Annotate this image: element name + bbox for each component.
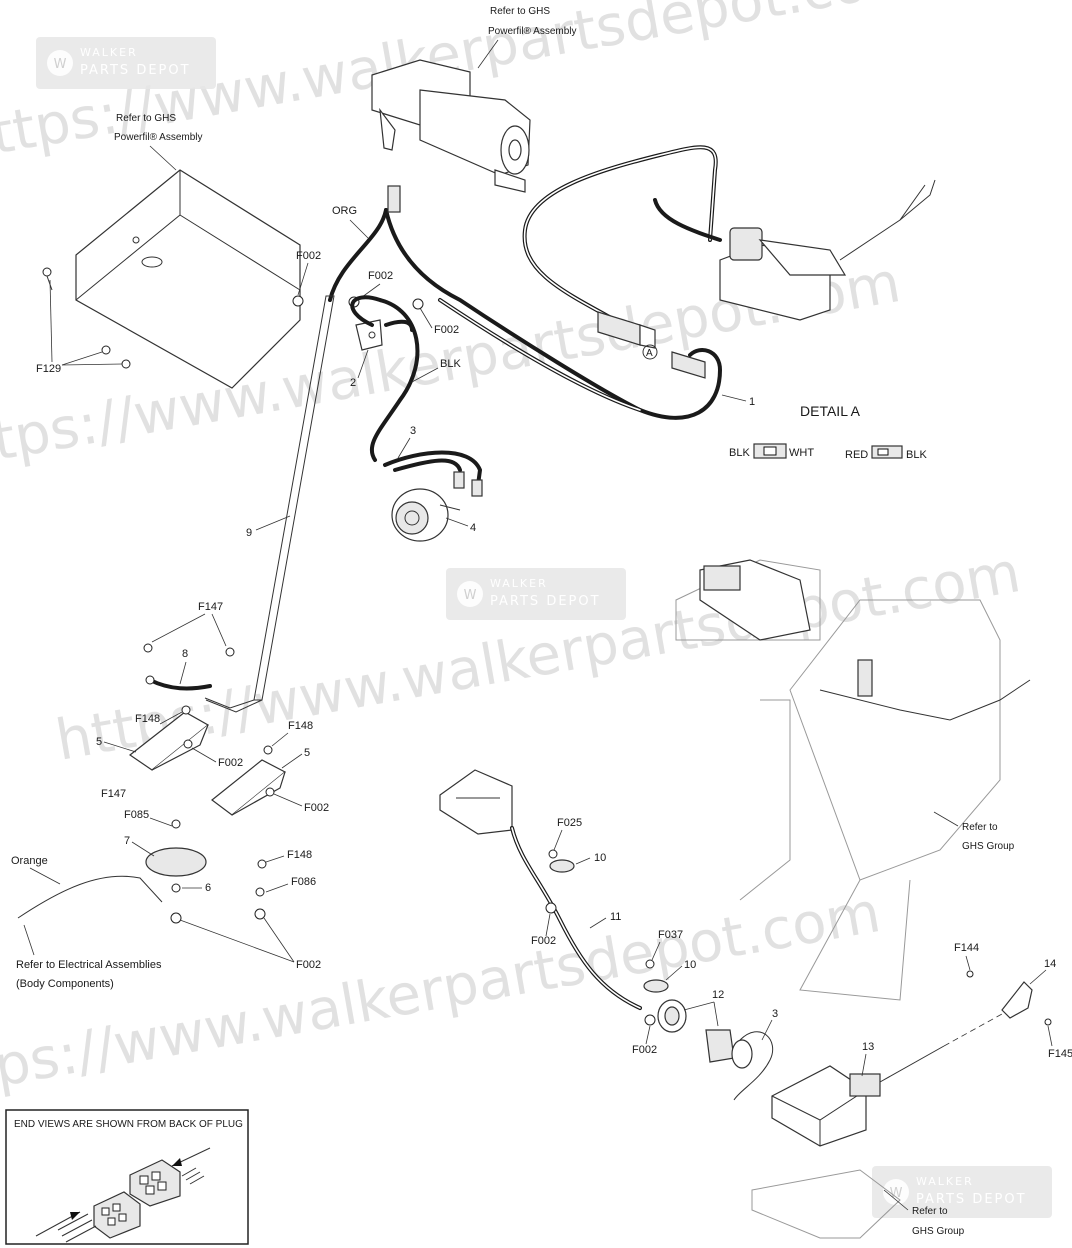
callout-f145: F145 bbox=[1048, 1048, 1072, 1060]
wire-label-orange: Orange bbox=[11, 855, 48, 867]
detail-marker-a-text: A bbox=[646, 348, 653, 359]
fitting-12 bbox=[644, 999, 735, 1063]
ref-ghs-group-bottom-2: GHS Group bbox=[912, 1226, 965, 1237]
badge-bottom-text: PARTS DEPOT bbox=[490, 594, 601, 609]
badge-top-text: WALKER bbox=[80, 46, 138, 59]
connector-pair-a bbox=[597, 311, 706, 379]
clip-10a bbox=[549, 859, 575, 873]
ref-ghs-group-bottom-1: Refer to bbox=[912, 1206, 948, 1217]
inset-title: END VIEWS ARE SHOWN FROM BACK OF PLUG bbox=[14, 1119, 243, 1130]
detail-label-wht: WHT bbox=[789, 447, 814, 459]
wire-9 bbox=[204, 295, 335, 713]
callout-5b: 5 bbox=[304, 747, 310, 759]
detail-label-red: RED bbox=[845, 449, 868, 461]
callout-13: 13 bbox=[862, 1041, 874, 1053]
badge-bottom-text: PARTS DEPOT bbox=[916, 1192, 1027, 1207]
badge-top-text: WALKER bbox=[490, 577, 548, 590]
callout-1: 1 bbox=[749, 396, 755, 408]
callout-f085: F085 bbox=[124, 809, 149, 821]
end-view-inset: END VIEWS ARE SHOWN FROM BACK OF PLUG bbox=[5, 1109, 249, 1245]
clamp-5b bbox=[211, 745, 287, 816]
left-mount-bracket bbox=[75, 169, 301, 389]
ref-ghs-group-right-2: GHS Group bbox=[962, 841, 1015, 852]
callout-f148-a: F148 bbox=[135, 713, 160, 725]
proximity-switch-13 bbox=[771, 1045, 945, 1147]
svg-text:W: W bbox=[54, 57, 67, 72]
connector-org bbox=[387, 185, 401, 213]
svg-text:W: W bbox=[464, 588, 477, 603]
watermark-badge: W WALKER PARTS DEPOT bbox=[36, 37, 216, 89]
callout-5a: 5 bbox=[96, 736, 102, 748]
callout-4: 4 bbox=[470, 522, 476, 534]
callout-f002-d: F002 bbox=[218, 757, 243, 769]
callout-f144: F144 bbox=[954, 942, 979, 954]
callout-3a: 3 bbox=[410, 425, 416, 437]
callout-10a: 10 bbox=[594, 852, 606, 864]
watermark-url: https://www.walkerpartsdepot.com bbox=[0, 880, 885, 1114]
top-motor-assembly bbox=[371, 59, 531, 193]
wire-harness-1 bbox=[328, 145, 722, 420]
ref-ghs-powerfill-left-2: Powerfil® Assembly bbox=[114, 132, 203, 143]
callout-11: 11 bbox=[610, 911, 621, 923]
callout-3b: 3 bbox=[772, 1008, 778, 1020]
callout-14: 14 bbox=[1044, 958, 1056, 970]
badge-top-text: WALKER bbox=[916, 1175, 974, 1188]
screw-f129 bbox=[42, 267, 131, 369]
detail-a: DETAIL A BLK WHT RED BLK bbox=[729, 403, 927, 461]
detail-label-blk-left: BLK bbox=[729, 447, 750, 459]
callout-f129: F129 bbox=[36, 363, 61, 375]
callout-f025: F025 bbox=[557, 817, 582, 829]
relay-bracket-2 bbox=[355, 319, 383, 351]
key-switch-4 bbox=[383, 450, 483, 542]
ref-electrical-1: Refer to Electrical Assemblies bbox=[16, 959, 162, 971]
disc-7 bbox=[145, 819, 207, 924]
chute-assembly bbox=[675, 559, 1031, 1001]
clamp-5a bbox=[128, 705, 210, 771]
hw-stack-f086 bbox=[254, 859, 267, 920]
callout-9: 9 bbox=[246, 527, 252, 539]
callout-7: 7 bbox=[124, 835, 130, 847]
callout-f002-h: F002 bbox=[632, 1044, 657, 1056]
badge-bottom-text: PARTS DEPOT bbox=[80, 63, 191, 78]
callout-10b: 10 bbox=[684, 959, 696, 971]
ref-ghs-group-right-1: Refer to bbox=[962, 822, 998, 833]
callout-6: 6 bbox=[205, 882, 211, 894]
watermark-badge: W WALKER PARTS DEPOT bbox=[872, 1166, 1052, 1218]
wire-label-blk: BLK bbox=[440, 358, 461, 370]
callout-f148-c: F148 bbox=[287, 849, 312, 861]
callout-2: 2 bbox=[350, 377, 356, 389]
harness-11 bbox=[439, 769, 642, 1010]
callout-f002-b: F002 bbox=[368, 270, 393, 282]
callout-f148-b: F148 bbox=[288, 720, 313, 732]
ref-electrical-2: (Body Components) bbox=[16, 978, 114, 990]
ref-ghs-powerfill-top-1: Refer to GHS bbox=[490, 6, 550, 17]
ref-ghs-powerfill-left-1: Refer to GHS bbox=[116, 113, 176, 124]
callout-f002-c: F002 bbox=[434, 324, 459, 336]
callout-f037: F037 bbox=[658, 929, 683, 941]
callout-f086: F086 bbox=[291, 876, 316, 888]
detail-marker-a bbox=[642, 344, 658, 360]
bracket-14 bbox=[966, 970, 1052, 1026]
callout-f002-g: F002 bbox=[531, 935, 556, 947]
right-switch-assembly bbox=[719, 179, 936, 321]
ref-ghs-powerfill-top-2: Powerfil® Assembly bbox=[488, 26, 577, 37]
detail-title: DETAIL A bbox=[800, 403, 861, 419]
clip-10b bbox=[643, 979, 669, 993]
callout-8: 8 bbox=[182, 648, 188, 660]
callout-f147-a: F147 bbox=[198, 601, 223, 613]
callout-f002-e: F002 bbox=[304, 802, 329, 814]
watermark-badge: W WALKER PARTS DEPOT bbox=[446, 568, 626, 620]
callout-f002-f: F002 bbox=[296, 959, 321, 971]
callout-f147-b: F147 bbox=[101, 788, 126, 800]
callout-12: 12 bbox=[712, 989, 724, 1001]
detail-label-blk-right: BLK bbox=[906, 449, 927, 461]
wire-label-org: ORG bbox=[332, 205, 357, 217]
callout-f002-a: F002 bbox=[296, 250, 321, 262]
bottom-ghs-bracket bbox=[751, 1169, 901, 1239]
dust-cap-3 bbox=[731, 1031, 774, 1101]
